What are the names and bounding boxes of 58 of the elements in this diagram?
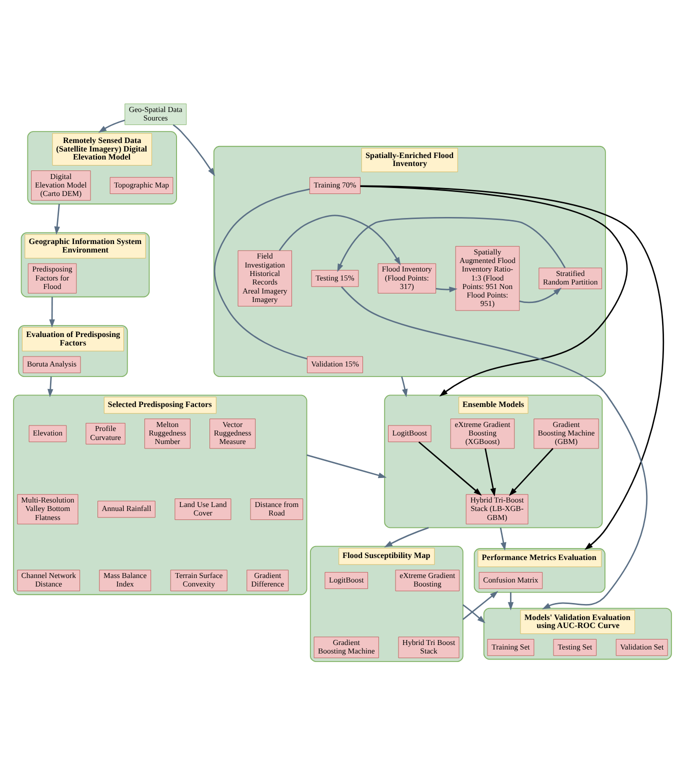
arrow xyxy=(278,214,401,266)
arrow xyxy=(436,286,458,292)
node-box: Training 70% xyxy=(310,177,360,194)
arrow xyxy=(49,296,55,328)
arrow xyxy=(484,448,496,496)
node-box: Multi-Resolution Valley Bottom Flatness xyxy=(17,494,78,524)
node-box: eXtreme Gradient Boosting (XGBoost) xyxy=(450,418,515,449)
node-box: Testing 15% xyxy=(311,270,359,287)
arrow xyxy=(401,376,408,398)
node-box: Validation 15% xyxy=(306,356,363,374)
node-box: Testing Set xyxy=(553,639,597,656)
node-box: Land Use Land Cover xyxy=(174,498,232,520)
arrow xyxy=(508,592,514,610)
arrow xyxy=(98,120,126,133)
node-box: Hybrid Tri-Boost Stack (LB-XGB-GBM) xyxy=(466,494,528,524)
arrow xyxy=(462,591,498,620)
node-box: Boruta Analysis xyxy=(22,356,81,374)
node-box: Geo-Spatial Data Sources xyxy=(124,104,187,125)
arrow xyxy=(360,185,664,550)
node-box: Stratified Random Partition xyxy=(538,268,602,290)
node-box: LogitBoost xyxy=(388,425,432,442)
node-box: Spatially Augmented Flood Inventory Ratio- 1:3 (Flood Points: 951 Non Flood Points: 951) xyxy=(455,246,520,311)
node-box: Distance from Road xyxy=(250,498,304,520)
arrow xyxy=(500,528,506,551)
node-box: Elevation xyxy=(28,425,67,442)
arrow xyxy=(341,286,648,610)
node-box: eXtreme Gradient Boosting xyxy=(395,570,460,592)
node-box: Annual Rainfall xyxy=(98,500,156,518)
node-box: Terrain Surface Convexity xyxy=(170,570,228,592)
arrow xyxy=(508,448,554,496)
node-box: Gradient Boosting Machine xyxy=(314,636,379,658)
node-box: Training Set xyxy=(487,639,534,656)
node-box: Predisposing Factors for Flood xyxy=(28,263,77,294)
node-box: Gradient Difference xyxy=(246,570,289,592)
node-box: Profile Curvature xyxy=(86,422,126,444)
connector xyxy=(214,188,310,360)
node-box: Field Investigation Historical Records Areal Imagery Imagery xyxy=(238,250,292,306)
node-box: Validation Set xyxy=(616,639,668,656)
node-box: Hybrid Tri Boost Stack xyxy=(398,636,460,658)
node-box: Melton Ruggedness Number xyxy=(144,418,190,449)
node-box: Flood Inventory (Flood Points: 317) xyxy=(378,263,436,294)
node-box: LogitBoost xyxy=(324,572,368,589)
node-box: Topographic Map xyxy=(110,177,174,194)
node-box: Vector Ruggedness Measure xyxy=(210,418,256,449)
arrow xyxy=(360,186,628,396)
arrow xyxy=(519,288,562,304)
node-box: Digital Elevation Model (Carto DEM) xyxy=(31,170,91,201)
arrow xyxy=(418,441,482,496)
arrow xyxy=(306,454,387,478)
arrow xyxy=(337,217,566,272)
node-box: Channel Network Distance xyxy=(17,570,80,592)
arrow xyxy=(48,376,54,398)
arrow xyxy=(462,604,486,624)
arrow xyxy=(54,204,60,235)
node-box: Mass Balance Index xyxy=(99,570,152,592)
node-box: Gradient Boosting Machine (GBM) xyxy=(534,418,599,449)
node-box: Confusion Matrix xyxy=(478,572,543,589)
arrow xyxy=(384,527,429,548)
